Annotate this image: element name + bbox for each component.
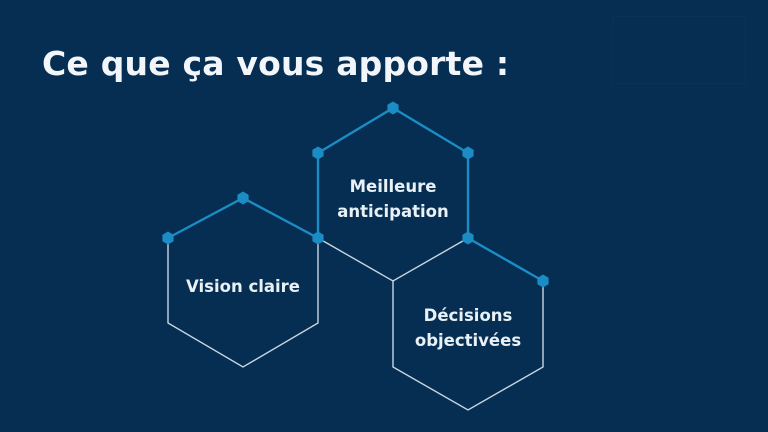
benefit-anticipation-label: Meilleure anticipation (337, 177, 449, 221)
slide-title: Ce que ça vous apporte : (42, 44, 510, 83)
hexagon-node-icon (237, 191, 249, 205)
hexagon-anticipation-outline (317, 237, 469, 282)
hexagon-vision-outline (167, 238, 319, 368)
hexagon-node-icon (462, 146, 474, 160)
benefit-vision-label: Vision claire (186, 277, 300, 296)
hexagon-node-icon (162, 231, 174, 245)
benefit-decisions-label: Décisions objectivées (414, 306, 522, 350)
hexagon-nodes (162, 101, 549, 288)
hexagon-decisions-outline (392, 281, 544, 411)
hexagon-node-icon (387, 101, 399, 115)
hexagon-node-icon (537, 274, 549, 288)
hexagon-outlines (167, 237, 544, 411)
hexagon-node-icon (312, 231, 324, 245)
hexagon-node-icon (312, 146, 324, 160)
hexagon-node-icon (462, 231, 474, 245)
